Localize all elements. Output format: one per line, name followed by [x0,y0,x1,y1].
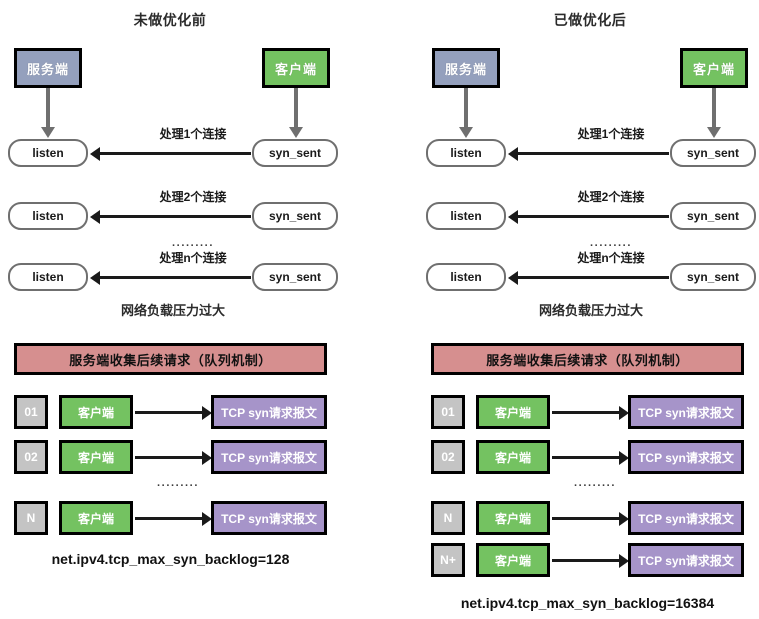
synsent-pill-left-3: syn_sent [252,263,338,291]
listen-pill-right-2: listen [426,202,506,230]
queue-header-left: 服务端收集后续请求（队列机制） [14,343,327,375]
queue-arrow-left-2 [135,456,203,459]
flow-label-left-3: 处理n个连接 [159,251,227,265]
syn-sent-label: syn_sent [268,209,322,223]
client-to-synsent-arrow-right [712,88,716,128]
queue-arrow-right-2 [552,456,620,459]
queue-index-left-1: 01 [14,395,48,429]
panel-before-optimization: 未做优化前 服务端 客户端 listen syn_sent 处理1个连接 lis… [0,0,379,619]
queue-arrow-left-3 [135,517,203,520]
syn-sent-label: syn_sent [268,270,322,284]
backlog-caption-right: net.ipv4.tcp_max_syn_backlog=16384 [460,595,715,611]
queue-index-left-3: N [14,501,48,535]
queue-packet-left-3: TCP syn请求报文 [211,501,327,535]
client-to-synsent-arrow-left [294,88,298,128]
server-to-listen-arrow-right [464,88,468,128]
flow-arrow-right-3 [517,276,669,279]
server-box-left-label: 服务端 [26,61,69,77]
listen-label: listen [450,209,482,223]
queue-packet-right-2: TCP syn请求报文 [628,440,744,474]
queue-client-left-2: 客户端 [59,440,133,474]
listen-label: listen [450,146,482,160]
queue-index-right-3: N [431,501,465,535]
queue-header-right: 服务端收集后续请求（队列机制） [431,343,744,375]
flow-arrow-left-3 [99,276,251,279]
queue-index-right-1: 01 [431,395,465,429]
overload-note-right: 网络负载压力过大 [538,303,643,318]
queue-packet-right-4: TCP syn请求报文 [628,543,744,577]
flow-label-right-1: 处理1个连接 [577,127,645,141]
synsent-pill-right-3: syn_sent [670,263,756,291]
queue-packet-right-1: TCP syn请求报文 [628,395,744,429]
client-box-left: 客户端 [262,48,330,88]
listen-pill-right-3: listen [426,263,506,291]
server-box-left: 服务端 [14,48,82,88]
listen-pill-left-2: listen [8,202,88,230]
server-box-right-label: 服务端 [444,61,487,77]
server-to-listen-arrow-left [46,88,50,128]
syn-sent-label: syn_sent [686,270,740,284]
client-box-left-label: 客户端 [274,61,317,77]
backlog-caption-left: net.ipv4.tcp_max_syn_backlog=128 [51,551,290,567]
server-box-right: 服务端 [432,48,500,88]
queue-packet-right-3: TCP syn请求报文 [628,501,744,535]
panel-after-optimization: 已做优化后 服务端 客户端 listen syn_sent 处理1个连接 lis… [380,0,759,619]
queue-index-right-2: 02 [431,440,465,474]
syn-sent-label: syn_sent [686,146,740,160]
overload-note-left: 网络负载压力过大 [120,303,225,318]
synsent-pill-right-1: syn_sent [670,139,756,167]
queue-client-right-3: 客户端 [476,501,550,535]
queue-arrow-right-3 [552,517,620,520]
queue-index-left-2: 02 [14,440,48,474]
panel-title-left: 未做优化前 [133,12,207,28]
flow-ellipsis-left: ········· [172,240,214,252]
synsent-pill-left-2: syn_sent [252,202,338,230]
queue-client-right-1: 客户端 [476,395,550,429]
flow-arrow-right-2 [517,215,669,218]
queue-packet-left-2: TCP syn请求报文 [211,440,327,474]
listen-label: listen [32,146,64,160]
queue-client-left-1: 客户端 [59,395,133,429]
listen-pill-right-1: listen [426,139,506,167]
queue-ellipsis-left: ········· [157,480,199,492]
queue-index-right-4: N+ [431,543,465,577]
synsent-pill-left-1: syn_sent [252,139,338,167]
listen-pill-left-1: listen [8,139,88,167]
flow-arrow-left-1 [99,152,251,155]
listen-label: listen [32,270,64,284]
panel-title-right: 已做优化后 [553,12,627,28]
flow-arrow-right-1 [517,152,669,155]
client-box-right: 客户端 [680,48,748,88]
client-box-right-label: 客户端 [692,61,735,77]
flow-label-right-2: 处理2个连接 [577,190,645,204]
queue-client-left-3: 客户端 [59,501,133,535]
listen-pill-left-3: listen [8,263,88,291]
syn-sent-label: syn_sent [268,146,322,160]
flow-label-left-2: 处理2个连接 [159,190,227,204]
flow-label-right-3: 处理n个连接 [577,251,645,265]
flow-arrow-left-2 [99,215,251,218]
queue-ellipsis-right: ········· [574,480,616,492]
queue-arrow-right-4 [552,559,620,562]
flow-label-left-1: 处理1个连接 [159,127,227,141]
queue-client-right-4: 客户端 [476,543,550,577]
listen-label: listen [450,270,482,284]
queue-arrow-left-1 [135,411,203,414]
syn-sent-label: syn_sent [686,209,740,223]
queue-arrow-right-1 [552,411,620,414]
synsent-pill-right-2: syn_sent [670,202,756,230]
queue-packet-left-1: TCP syn请求报文 [211,395,327,429]
flow-ellipsis-right: ········· [590,240,632,252]
listen-label: listen [32,209,64,223]
queue-client-right-2: 客户端 [476,440,550,474]
